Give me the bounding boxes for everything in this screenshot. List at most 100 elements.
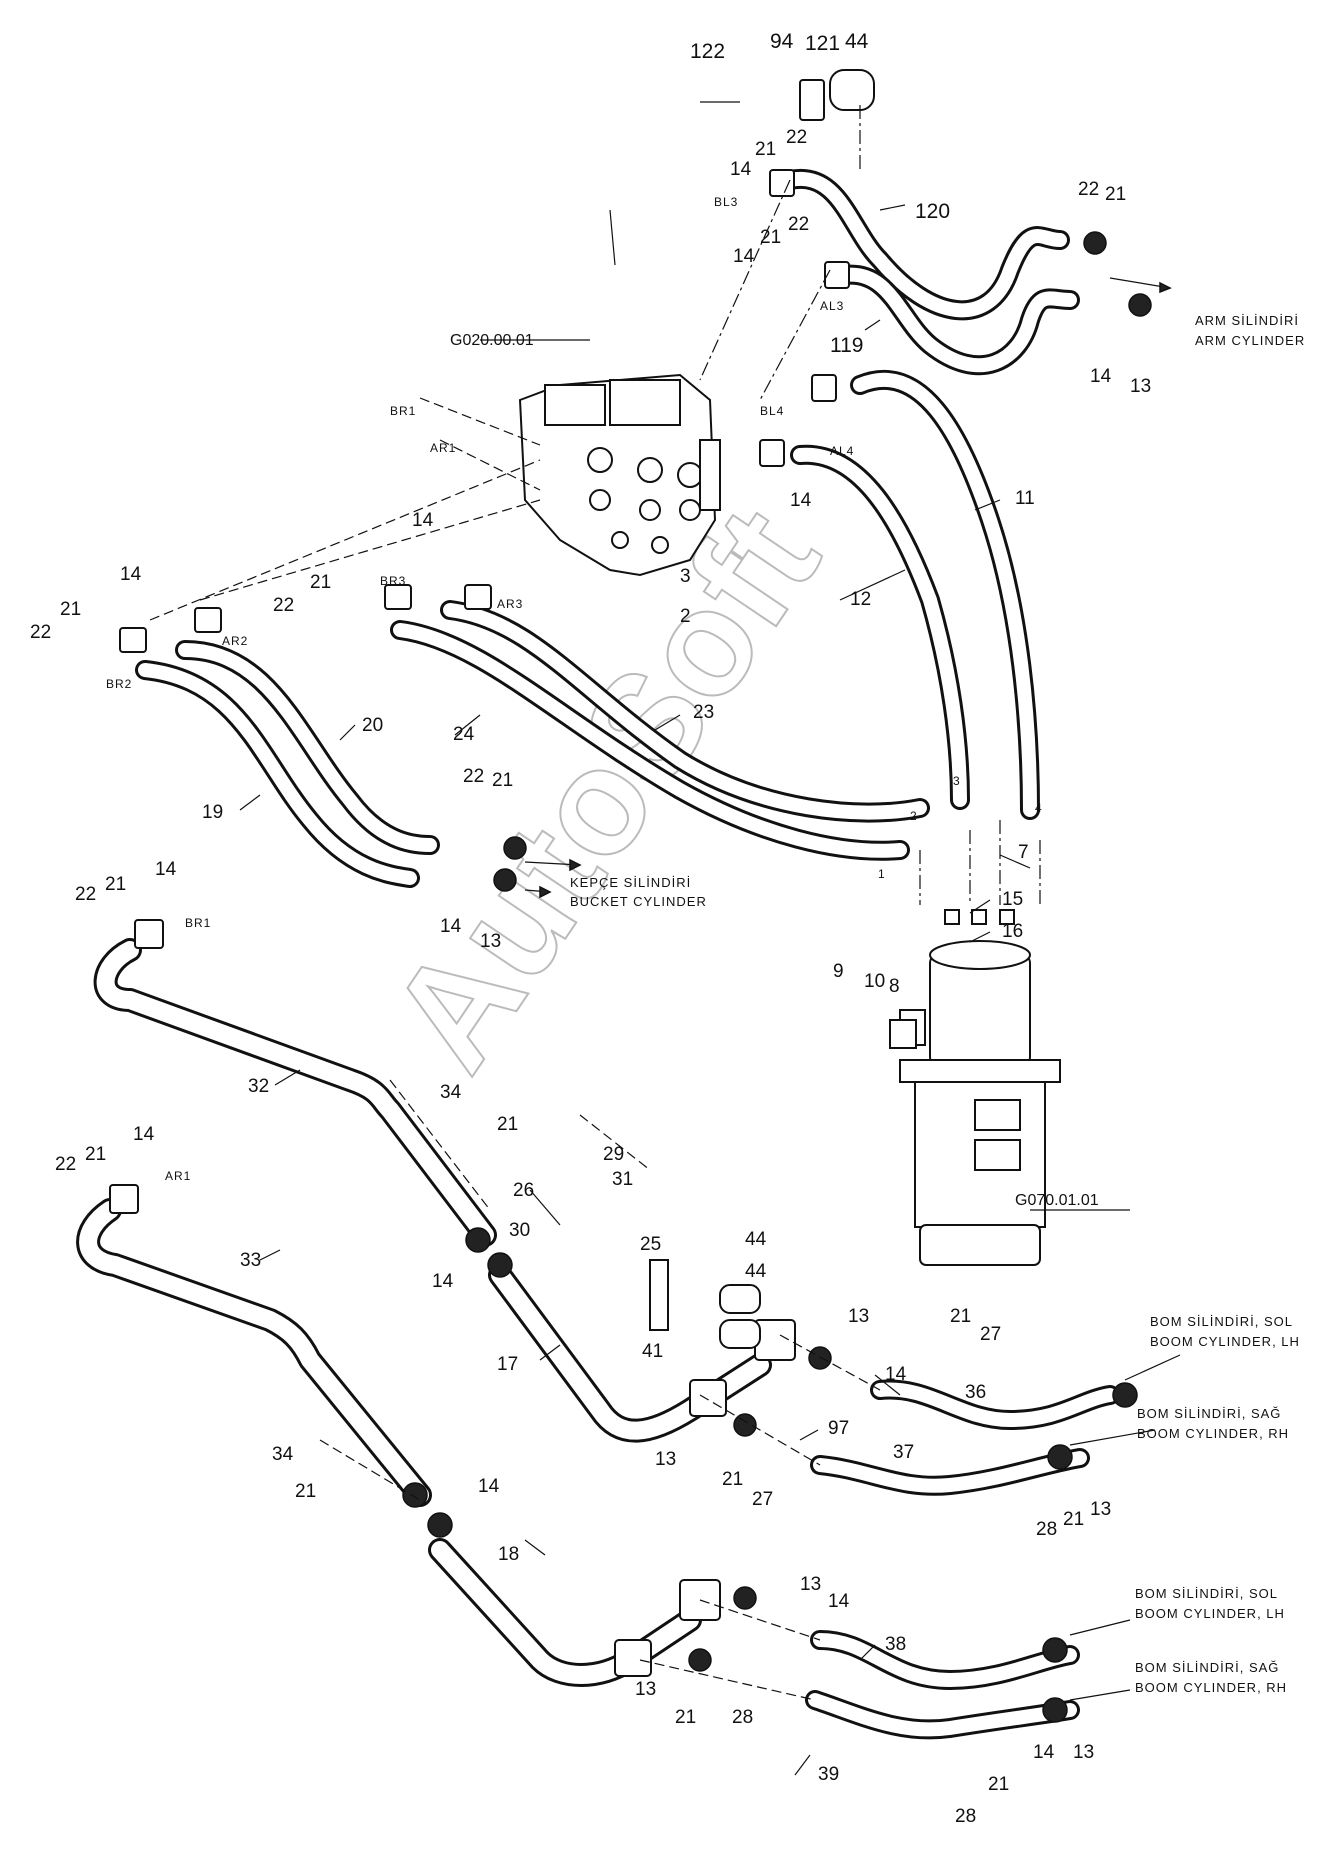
callout: 11 xyxy=(1015,488,1035,509)
callout: 39 xyxy=(818,1764,839,1785)
fittings xyxy=(109,69,1152,1723)
callout: 13 xyxy=(800,1574,821,1595)
callout: 41 xyxy=(642,1341,663,1362)
swivel-joint-ref: G070.01.01 xyxy=(1015,1192,1099,1209)
callout: 22 xyxy=(463,766,484,787)
callout: 26 xyxy=(513,1180,534,1201)
callout: 9 xyxy=(833,961,844,982)
callout: 31 xyxy=(612,1169,633,1190)
callout: 119 xyxy=(830,334,863,357)
callout: 21 xyxy=(310,572,331,593)
callout: 28 xyxy=(732,1707,753,1728)
callout: 38 xyxy=(885,1634,906,1655)
callout: 28 xyxy=(1036,1519,1057,1540)
callout: 120 xyxy=(915,200,950,223)
port-bl3: BL3 xyxy=(714,195,738,209)
boom-lh-tr-1: BOM SİLİNDİRİ, SOL xyxy=(1150,1314,1293,1329)
callout: 13 xyxy=(1073,1742,1094,1763)
callout: 14 xyxy=(1033,1742,1055,1763)
boom-lh-en-2: BOOM CYLINDER, LH xyxy=(1135,1606,1285,1621)
callout: 13 xyxy=(1090,1499,1111,1520)
boom-cylinder-hoses xyxy=(805,1379,1120,1740)
bucket-cylinder-en: BUCKET CYLINDER xyxy=(570,894,707,909)
boom-rh-tr-1: BOM SİLİNDİRİ, SAĞ xyxy=(1137,1406,1281,1421)
callout: 29 xyxy=(603,1144,624,1165)
port-al3: AL3 xyxy=(820,299,844,313)
callout: 121 xyxy=(805,32,840,55)
port-ar2: AR2 xyxy=(222,634,248,648)
callout: 21 xyxy=(105,874,126,895)
callout: 32 xyxy=(248,1076,269,1097)
swivel-port-2: 2 xyxy=(910,809,918,823)
callout: 14 xyxy=(1090,366,1112,387)
callout: 2 xyxy=(680,606,691,627)
arm-hoses xyxy=(780,168,1080,376)
callout: 13 xyxy=(848,1306,869,1327)
callout-leaders xyxy=(239,204,1031,1776)
callout: 14 xyxy=(432,1271,454,1292)
swivel-port-3: 3 xyxy=(953,774,961,788)
boom-rh-en-1: BOOM CYLINDER, RH xyxy=(1137,1426,1289,1441)
callout: 122 xyxy=(690,40,725,63)
callout: 22 xyxy=(273,595,294,616)
callout: 19 xyxy=(202,802,223,823)
callout: 21 xyxy=(950,1306,971,1327)
bucket-hoses xyxy=(135,600,930,888)
callout: 24 xyxy=(453,724,475,745)
port-bl4: BL4 xyxy=(760,404,784,418)
callout: 37 xyxy=(893,1442,914,1463)
port-br1: BR1 xyxy=(390,404,416,418)
callout: 22 xyxy=(786,127,807,148)
callout: 25 xyxy=(640,1234,661,1255)
callout: 94 xyxy=(770,30,794,53)
boom-rh-en-2: BOOM CYLINDER, RH xyxy=(1135,1680,1287,1695)
destination-arrows xyxy=(524,277,1181,1701)
part-callouts: 122 94 121 44 22 21 14 120 22 21 22 21 1… xyxy=(30,30,1151,1827)
callout: 27 xyxy=(980,1324,1001,1345)
swivel-port-4: 4 xyxy=(1035,801,1043,815)
boom-lh-en-1: BOOM CYLINDER, LH xyxy=(1150,1334,1300,1349)
callout: 22 xyxy=(788,214,809,235)
callout: 30 xyxy=(509,1220,530,1241)
swivel-port-1: 1 xyxy=(878,867,886,881)
callout: 14 xyxy=(412,510,434,531)
port-br3: BR3 xyxy=(380,574,406,588)
callout: 21 xyxy=(675,1707,696,1728)
callout: 14 xyxy=(155,859,177,880)
callout: 97 xyxy=(828,1418,849,1439)
callout: 15 xyxy=(1002,889,1023,910)
callout: 21 xyxy=(1063,1509,1084,1530)
callout: 21 xyxy=(722,1469,743,1490)
callout: 3 xyxy=(680,566,691,587)
callout: 13 xyxy=(1130,376,1151,397)
arm-cylinder-tr: ARM SİLİNDİRİ xyxy=(1195,313,1299,328)
callout: 21 xyxy=(760,227,781,248)
port-br2: BR2 xyxy=(106,677,132,691)
port-br1-out: BR1 xyxy=(185,916,211,930)
port-al4: AL4 xyxy=(830,444,854,458)
callout: 33 xyxy=(240,1250,261,1271)
callout: 21 xyxy=(1105,184,1126,205)
callout: 14 xyxy=(120,564,142,585)
boom-rh-tr-2: BOM SİLİNDİRİ, SAĞ xyxy=(1135,1660,1279,1675)
port-ar1-out: AR1 xyxy=(165,1169,191,1183)
callout: 18 xyxy=(498,1544,519,1565)
callout: 13 xyxy=(635,1679,656,1700)
callout: 20 xyxy=(362,715,383,736)
callout: 22 xyxy=(55,1154,76,1175)
callout: 14 xyxy=(440,916,462,937)
arm-cylinder-en: ARM CYLINDER xyxy=(1195,333,1305,348)
callout: 21 xyxy=(295,1481,316,1502)
callout: 34 xyxy=(440,1082,462,1103)
port-ar1: AR1 xyxy=(430,441,456,455)
watermark: AutoSoft xyxy=(357,479,850,1098)
swivel-hoses-11-12 xyxy=(790,369,1040,820)
callout: 14 xyxy=(828,1591,850,1612)
callout: 23 xyxy=(693,702,714,723)
callout: 21 xyxy=(497,1114,518,1135)
callout: 12 xyxy=(850,589,871,610)
callout: 14 xyxy=(478,1476,500,1497)
callout: 27 xyxy=(752,1489,773,1510)
boom-lh-tr-2: BOM SİLİNDİRİ, SOL xyxy=(1135,1586,1278,1601)
